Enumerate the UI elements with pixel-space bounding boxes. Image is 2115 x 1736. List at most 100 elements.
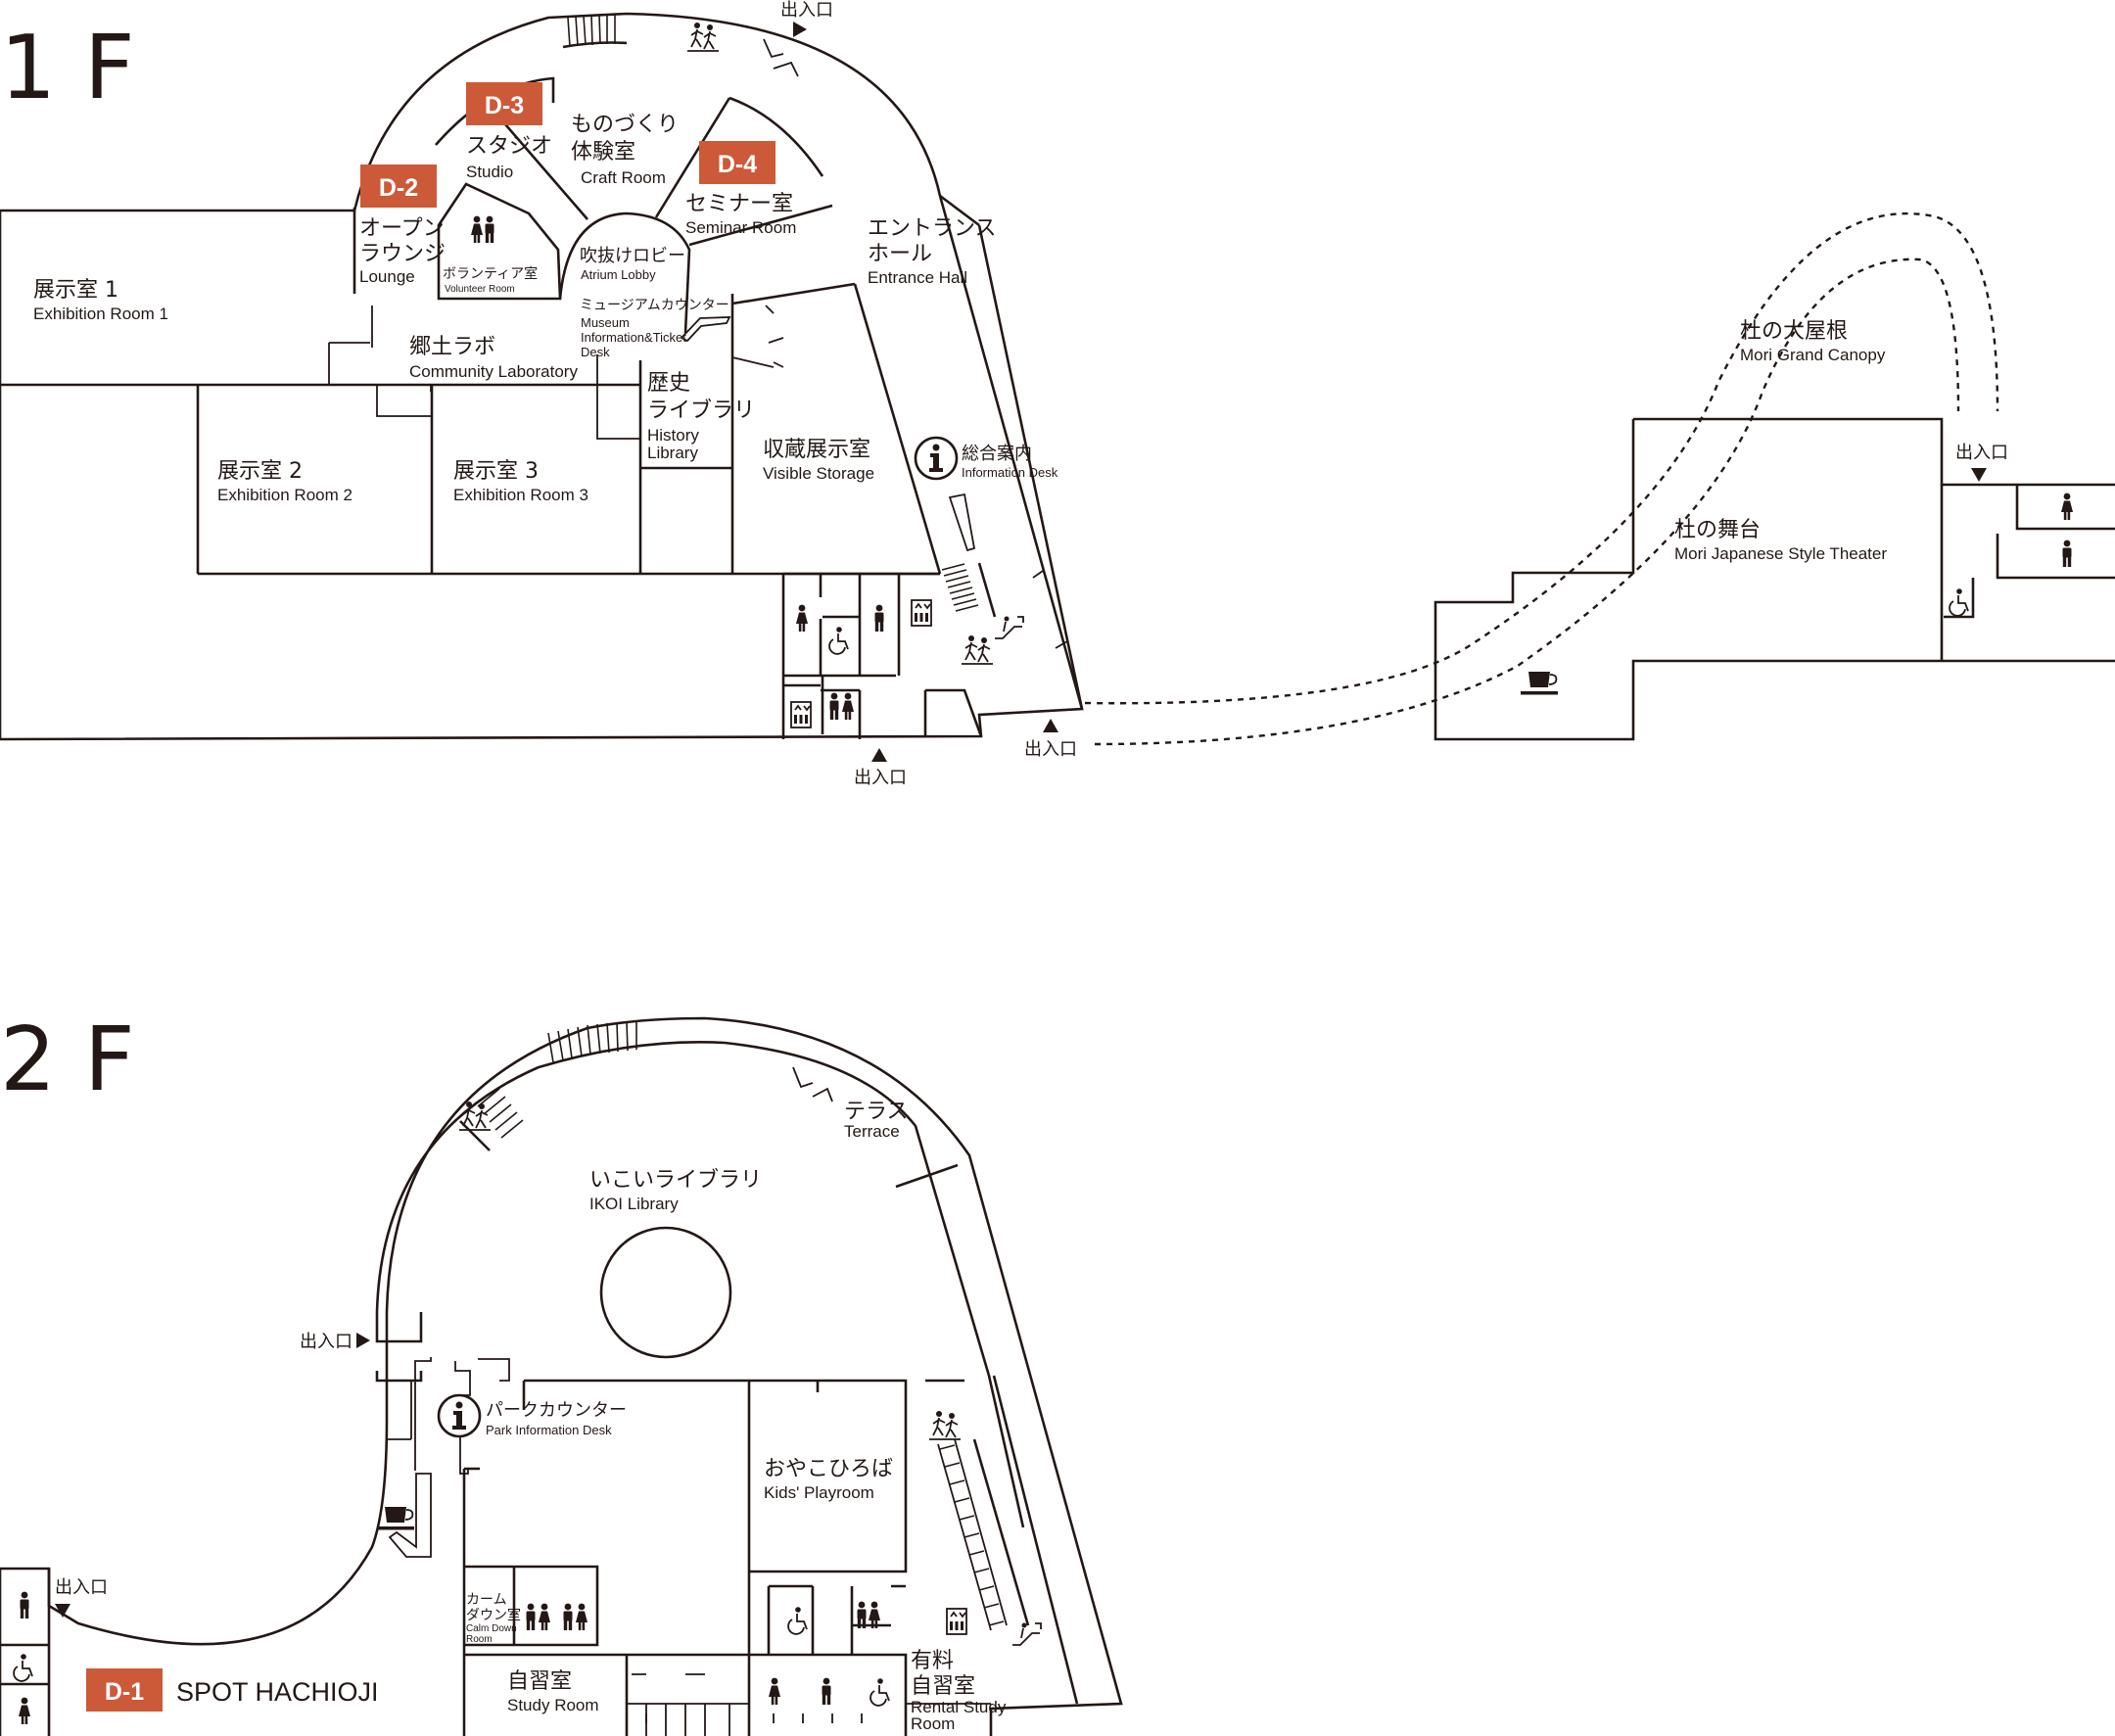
- accessible-toilet-icon: [13, 1653, 33, 1682]
- seminar-label: セミナー室: [685, 192, 793, 216]
- exhibition2-en: Exhibition Room 2: [217, 486, 352, 504]
- building-outline-1f: [0, 12, 1084, 741]
- stairs-icon: [686, 22, 720, 52]
- terrace-en: Terrace: [844, 1122, 900, 1141]
- badge-d3: [466, 82, 542, 125]
- toilet-male-icon: [822, 1677, 831, 1705]
- accessible-toilet-icon: [787, 1606, 808, 1635]
- toilet-male-icon: [20, 1591, 29, 1619]
- museum-desk-en-3: Desk: [581, 345, 610, 359]
- nursing-room-icon: [870, 1677, 890, 1707]
- study-label: 自習室: [507, 1669, 572, 1694]
- elevator-icon: [946, 1608, 967, 1635]
- lounge-label-1: オープン: [359, 216, 445, 241]
- entrance-label-2f-left: 出入口: [300, 1332, 352, 1352]
- multipurpose-toilet-icon: [842, 692, 854, 720]
- ikoi-en: IKOI Library: [589, 1195, 679, 1213]
- museum-desk-label: ミュージアムカウンター: [580, 298, 729, 313]
- park-desk-label: パークカウンター: [486, 1400, 627, 1421]
- entrance-arrow-icon: [1971, 468, 1987, 482]
- history-en-1: History: [647, 426, 699, 445]
- storage-label: 収蔵展示室: [763, 438, 870, 462]
- svg-text:D-1: D-1: [105, 1678, 144, 1706]
- toilet-male-icon: [526, 1603, 536, 1630]
- entrance-hall-label-2: ホール: [868, 242, 932, 266]
- floor-label-2f: 2 F: [0, 1009, 135, 1111]
- theater-building: [1434, 417, 2115, 741]
- accessible-toilet-icon: [828, 626, 849, 655]
- entrance-label-theater: 出入口: [1955, 443, 2008, 463]
- exhibition1-en: Exhibition Room 1: [33, 305, 168, 323]
- entrance-hall-en: Entrance Hall: [868, 268, 967, 287]
- rental-label-1: 有料: [911, 1649, 954, 1673]
- stairs-icon: [961, 634, 994, 665]
- craft-label-2: 体験室: [571, 140, 635, 164]
- entrance-arrow-icon: [356, 1333, 370, 1348]
- calm-label-2: ダウン室: [466, 1607, 521, 1623]
- studio-label: スタジオ: [466, 134, 552, 159]
- floor-label-1f: 1 F: [0, 17, 135, 119]
- entrance-label-1f-bottom-a: 出入口: [854, 768, 907, 788]
- toilet-male-icon: [563, 1603, 573, 1630]
- accessible-toilet-icon: [1949, 587, 1969, 617]
- museum-desk-en-2: Information&Ticket: [581, 330, 686, 345]
- toilet-female-icon: [471, 215, 483, 243]
- entrance-arrow-icon: [793, 22, 807, 37]
- calm-label-1: カーム: [466, 1592, 507, 1608]
- theater-label: 杜の舞台: [1674, 518, 1761, 542]
- cafe-icon: [1520, 671, 1559, 696]
- svg-text:D-4: D-4: [718, 151, 757, 178]
- multipurpose-toilet-icon: [829, 692, 839, 720]
- history-label-1: 歴史: [647, 371, 690, 396]
- entrance-label-1f-bottom-b: 出入口: [1024, 739, 1077, 760]
- volunteer-label: ボランティア室: [443, 265, 538, 282]
- lounge-en: Lounge: [359, 267, 415, 286]
- entrance-label-2f-spot: 出入口: [55, 1577, 108, 1598]
- info-icon: [437, 1393, 482, 1438]
- exhibition3-en: Exhibition Room 3: [453, 486, 588, 504]
- toilet-male-icon: [2062, 540, 2072, 567]
- svg-text:D-2: D-2: [379, 174, 418, 202]
- entrance-arrow-icon: [1043, 719, 1058, 732]
- info-en: Information Desk: [962, 465, 1058, 480]
- atrium-en: Atrium Lobby: [581, 267, 656, 282]
- rental-en-2: Room: [911, 1714, 955, 1733]
- canopy-outline: [1084, 211, 1999, 746]
- toilet-female-icon: [539, 1603, 550, 1630]
- community-label: 郷土ラボ: [409, 335, 495, 359]
- theater-en: Mori Japanese Style Theater: [1674, 544, 1887, 563]
- canopy-en: Mori Grand Canopy: [1740, 346, 1886, 364]
- cafe-icon: [376, 1506, 415, 1531]
- history-en-2: Library: [647, 444, 698, 462]
- toilet-female-icon: [769, 1677, 780, 1705]
- badge-d1: [86, 1668, 163, 1712]
- escalator-icon: [1011, 1621, 1042, 1646]
- entrance-label-1f-top: 出入口: [780, 0, 833, 21]
- calm-en-2: Room: [466, 1634, 493, 1645]
- toilet-male-icon: [874, 604, 884, 632]
- svg-text:D-3: D-3: [485, 92, 524, 119]
- building-outline-2f: [0, 1016, 1123, 1736]
- elevator-icon: [911, 599, 932, 627]
- lounge-label-2: ラウンジ: [359, 242, 446, 266]
- badge-d4: [699, 141, 776, 184]
- library-atrium: [599, 1226, 732, 1359]
- study-en: Study Room: [507, 1696, 599, 1714]
- stairs-icon: [928, 1410, 962, 1440]
- toilet-female-icon: [796, 604, 808, 632]
- info-icon: [914, 436, 959, 481]
- community-en: Community Laboratory: [409, 362, 578, 381]
- escalator-icon: [994, 615, 1024, 639]
- rental-label-2: 自習室: [911, 1674, 975, 1699]
- craft-en: Craft Room: [581, 168, 666, 187]
- exhibition2-label: 展示室 2: [217, 459, 303, 484]
- toilet-female-icon: [576, 1603, 588, 1630]
- rental-en-1: Rental Study: [911, 1698, 1007, 1716]
- kids-en: Kids' Playroom: [764, 1483, 874, 1502]
- canopy-label: 杜の大屋根: [1740, 319, 1848, 344]
- locker-icon: [790, 701, 812, 728]
- toilet-female-icon: [2061, 493, 2073, 520]
- info-label: 総合案内: [962, 444, 1032, 464]
- entrance-hall-label-1: エントランス: [868, 216, 997, 241]
- toilet-female-icon: [19, 1697, 30, 1724]
